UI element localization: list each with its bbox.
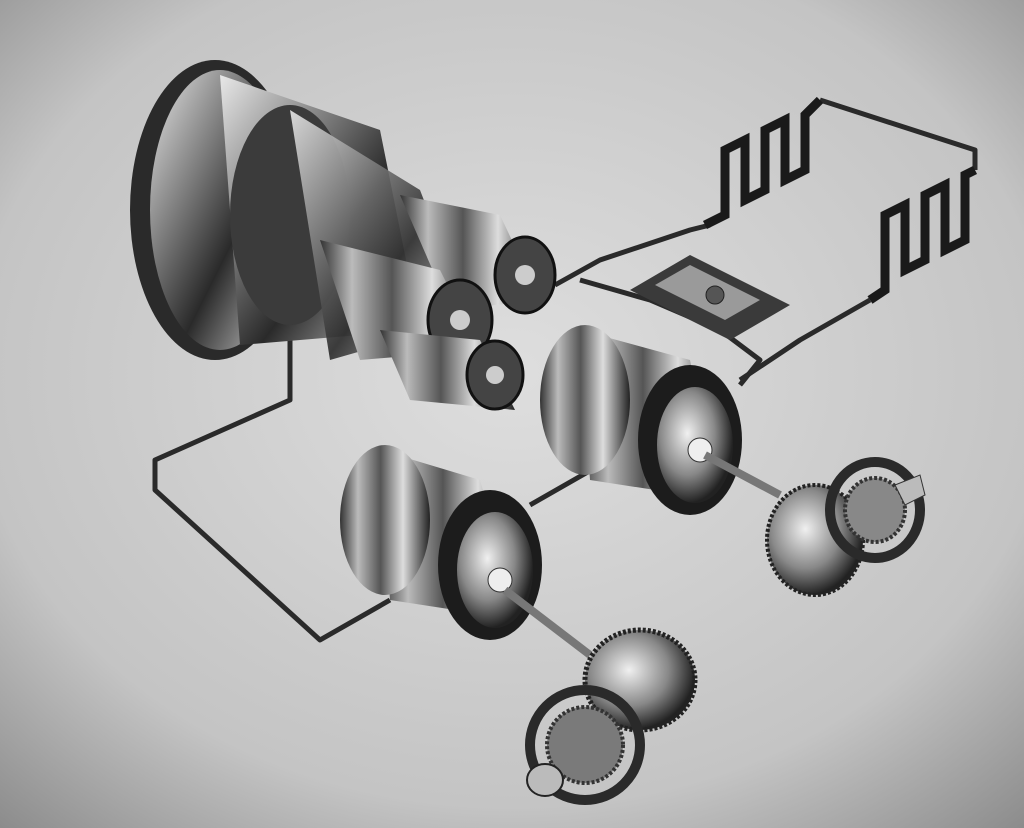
bevel-gear-bottom bbox=[525, 627, 698, 805]
switch-plate bbox=[630, 255, 790, 340]
shaft-lower bbox=[502, 586, 593, 659]
zigzag-coil-left bbox=[702, 96, 824, 230]
shaft-upper bbox=[703, 451, 782, 499]
planetary-gear-right bbox=[765, 457, 926, 597]
cylinder-upper bbox=[400, 195, 557, 315]
clutch-drum-upper bbox=[540, 325, 742, 515]
zigzag-coil-right bbox=[867, 165, 978, 304]
engine-assembly bbox=[130, 60, 557, 411]
cylinder-lower bbox=[380, 330, 525, 411]
